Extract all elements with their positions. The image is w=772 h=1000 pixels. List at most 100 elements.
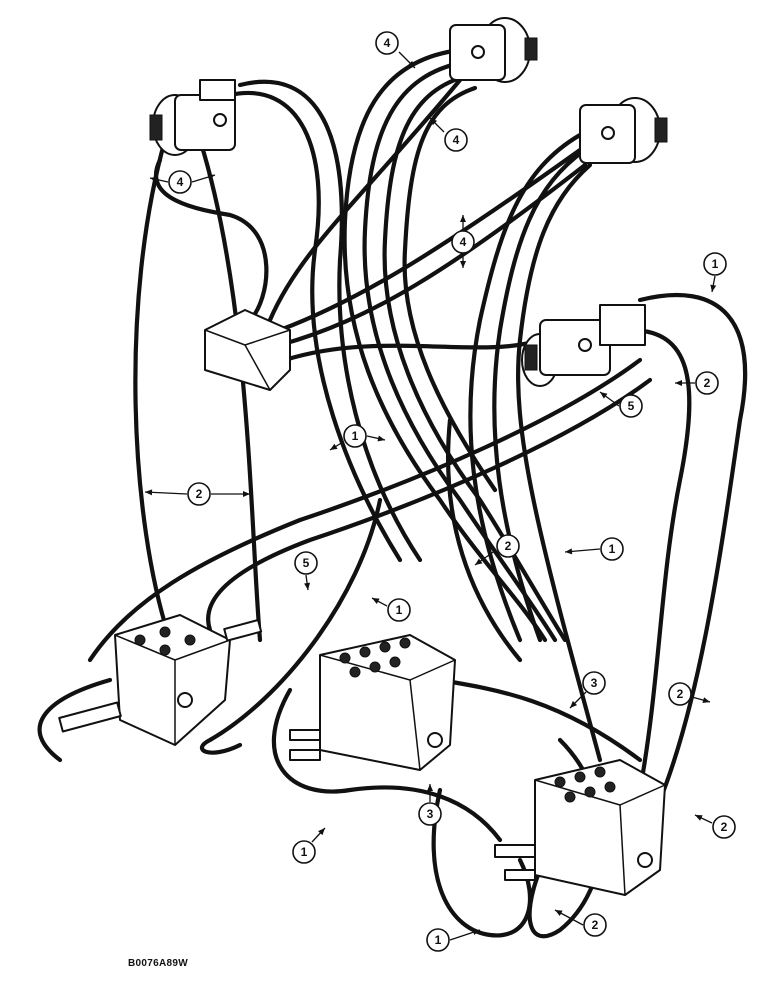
hose-manifold-to-top	[267, 77, 463, 323]
callout-arrowhead	[695, 815, 703, 821]
hose-center-to-right-valve	[437, 677, 643, 763]
callout-bubble	[294, 551, 318, 575]
callout-number: 5	[628, 399, 635, 413]
callout-arrowhead	[427, 784, 433, 791]
hose-center-mid	[445, 417, 523, 663]
hose-top-motor-c	[382, 72, 568, 643]
callout-bubble	[668, 682, 692, 706]
figure-code: B0076A89W	[128, 958, 188, 969]
hose-left-motor-b	[237, 79, 423, 563]
callout-arrowhead	[243, 491, 250, 497]
callout-1: 1	[329, 424, 386, 451]
callout-2: 2	[554, 909, 607, 937]
callout-bubble	[703, 252, 727, 276]
callout-arrowhead	[710, 284, 717, 292]
callout-bubble	[168, 170, 192, 194]
callout-number: 1	[609, 542, 616, 556]
callout-2: 2	[694, 814, 736, 839]
callout-arrowhead	[304, 582, 311, 590]
callout-number: 3	[427, 807, 434, 821]
callout-number: 4	[460, 235, 467, 249]
hose-manifold-to-right-motor-b	[277, 162, 588, 348]
callout-arrowhead	[318, 828, 325, 836]
callout-number: 2	[505, 539, 512, 553]
callout-number: 2	[704, 376, 711, 390]
callout-1: 1	[371, 597, 411, 622]
hose-left-motor-a	[227, 91, 403, 563]
hose-cross-5-a	[87, 357, 643, 663]
callout-bubble	[418, 802, 442, 826]
callout-bubble	[426, 928, 450, 952]
hose-center-left-curve	[200, 497, 383, 755]
motor-top-left	[149, 79, 236, 156]
callout-arrowhead	[555, 910, 563, 916]
callout-number: 1	[712, 257, 719, 271]
hose-right-loop-inner	[627, 327, 692, 793]
callout-bubble	[187, 482, 211, 506]
callout-1: 1	[426, 928, 481, 952]
callout-2: 2	[144, 482, 250, 506]
callout-2: 2	[675, 371, 719, 395]
hose-lower-left-loop	[271, 687, 503, 843]
callout-leader-line	[144, 491, 188, 495]
callout-number: 1	[301, 845, 308, 859]
valve-center	[289, 634, 456, 771]
hose-far-left-loop	[37, 677, 113, 763]
hose-top-motor-b	[362, 59, 558, 643]
hose-manifold-to-valve	[282, 337, 543, 363]
callout-bubble	[695, 371, 719, 395]
callout-number: 1	[352, 429, 359, 443]
motor-center-right	[521, 304, 646, 387]
hose-cross-5-b	[206, 377, 653, 633]
callout-4: 4	[375, 31, 416, 69]
hose-lower-center-loop	[431, 787, 533, 938]
callout-arrowhead	[407, 60, 415, 68]
callout-arrowhead	[372, 598, 380, 604]
callout-arrowhead	[472, 929, 480, 936]
callout-3: 3	[418, 784, 442, 826]
callout-number: 2	[592, 918, 599, 932]
callout-bubble	[292, 840, 316, 864]
hose-left-loop-inner	[197, 137, 263, 643]
callout-bubble	[375, 31, 399, 55]
hose-left-loop-outer	[133, 137, 173, 643]
callout-bubble	[387, 598, 411, 622]
manifold-block	[204, 309, 291, 391]
callout-arrowhead	[207, 174, 215, 180]
hose-top-motor-a	[342, 47, 548, 643]
callout-bubble	[582, 671, 606, 695]
callout-bubble	[496, 534, 520, 558]
callout-number: 2	[196, 487, 203, 501]
hose-manifold-to-right-motor-a	[277, 147, 583, 333]
callout-arrowhead	[430, 118, 438, 126]
callout-number: 1	[396, 603, 403, 617]
callout-number: 1	[435, 933, 442, 947]
callout-4: 4	[451, 215, 475, 268]
callout-arrowhead	[675, 380, 682, 386]
hose-right-motor-a	[468, 132, 583, 643]
callout-arrowhead	[600, 392, 608, 399]
callout-2: 2	[668, 682, 711, 706]
callout-bubble	[451, 230, 475, 254]
callout-arrowhead	[702, 697, 710, 704]
callout-4: 4	[149, 170, 216, 194]
hose-left-motor-lower	[154, 157, 269, 323]
callout-number: 4	[384, 36, 391, 50]
callout-number: 3	[591, 676, 598, 690]
motor-top	[449, 17, 538, 83]
callout-3: 3	[569, 671, 606, 709]
callout-number: 5	[303, 556, 310, 570]
callout-bubble	[444, 128, 468, 152]
motor-right	[579, 97, 668, 164]
callout-number: 4	[177, 175, 184, 189]
callout-1: 1	[292, 827, 326, 864]
callout-4: 4	[429, 117, 468, 152]
callout-5: 5	[599, 391, 643, 418]
callout-arrowhead	[475, 558, 483, 565]
valve-right	[494, 759, 666, 896]
callout-bubble	[600, 537, 624, 561]
valve-left	[58, 614, 263, 746]
callout-arrowhead	[145, 489, 153, 496]
hose-right-motor-c	[516, 162, 603, 763]
